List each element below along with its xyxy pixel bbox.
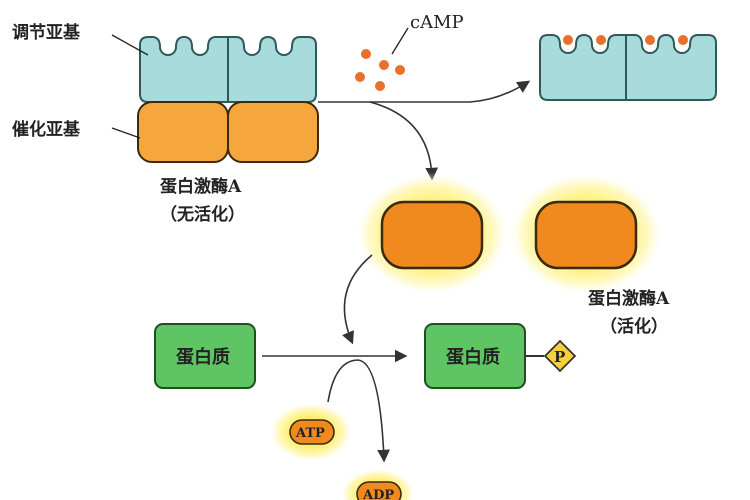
adp-label: ADP	[362, 488, 394, 500]
camp-dot	[379, 60, 389, 70]
camp-dot	[355, 72, 365, 82]
camp-molecules	[355, 49, 405, 91]
adp-body	[356, 481, 402, 500]
active-catalytic-subunit-2	[508, 172, 664, 296]
camp-bound-dot	[596, 35, 606, 45]
pka-inactive-state: （无活化）	[160, 204, 245, 225]
regulatory-subunit-left	[139, 35, 229, 103]
protein-left-label: 蛋白质	[176, 346, 230, 368]
regulatory-subunit-label: 调节亚基	[12, 22, 81, 43]
camp-dot	[395, 65, 405, 75]
protein-right-label: 蛋白质	[446, 346, 500, 368]
catalytic-pointer-line	[111, 127, 141, 139]
catalytic-subunit-right	[227, 101, 319, 163]
camp-bound-dot	[563, 35, 573, 45]
protein-phosphorylated: 蛋白质 P	[424, 323, 577, 389]
camp-bound-dot	[645, 35, 655, 45]
active-enzyme-block	[534, 200, 638, 270]
active-catalytic-subunit-1	[354, 172, 510, 296]
pka-active-name: 蛋白激酶A	[588, 288, 670, 309]
camp-label: cAMP	[410, 12, 464, 33]
regulatory-subunits-camp-bound	[539, 33, 717, 101]
pka-inactive-name: 蛋白激酶A	[160, 176, 242, 197]
catalytic-subunit-label: 催化亚基	[12, 119, 81, 140]
active-enzyme-block	[380, 200, 484, 270]
activation-arrow	[369, 101, 439, 181]
protein-box-left	[154, 323, 256, 389]
regulatory-subunit-bound-left	[539, 33, 627, 101]
adp-molecule: ADP	[340, 468, 416, 500]
camp-pointer-line	[391, 27, 409, 55]
atp-label: ATP	[295, 426, 325, 441]
regulatory-subunit-right	[227, 35, 317, 103]
catalysis-arrow	[342, 254, 373, 345]
catalytic-subunit-left	[137, 101, 229, 163]
atp-body	[289, 419, 335, 445]
regulatory-subunit-bound-right	[625, 33, 717, 101]
atp-to-adp-arrow	[327, 359, 390, 463]
protein-substrate: 蛋白质	[154, 323, 256, 389]
camp-dot	[375, 81, 385, 91]
camp-dot	[361, 49, 371, 59]
phosphate-diamond	[543, 339, 577, 373]
camp-bound-dot	[678, 35, 688, 45]
pka-inactive-complex	[137, 35, 319, 163]
regulatory-pointer-line	[111, 34, 149, 56]
pka-active-state: （活化）	[600, 316, 668, 337]
release-arrow	[318, 80, 531, 103]
phosphate-label: P	[554, 348, 565, 366]
atp-molecule: ATP	[269, 402, 353, 462]
